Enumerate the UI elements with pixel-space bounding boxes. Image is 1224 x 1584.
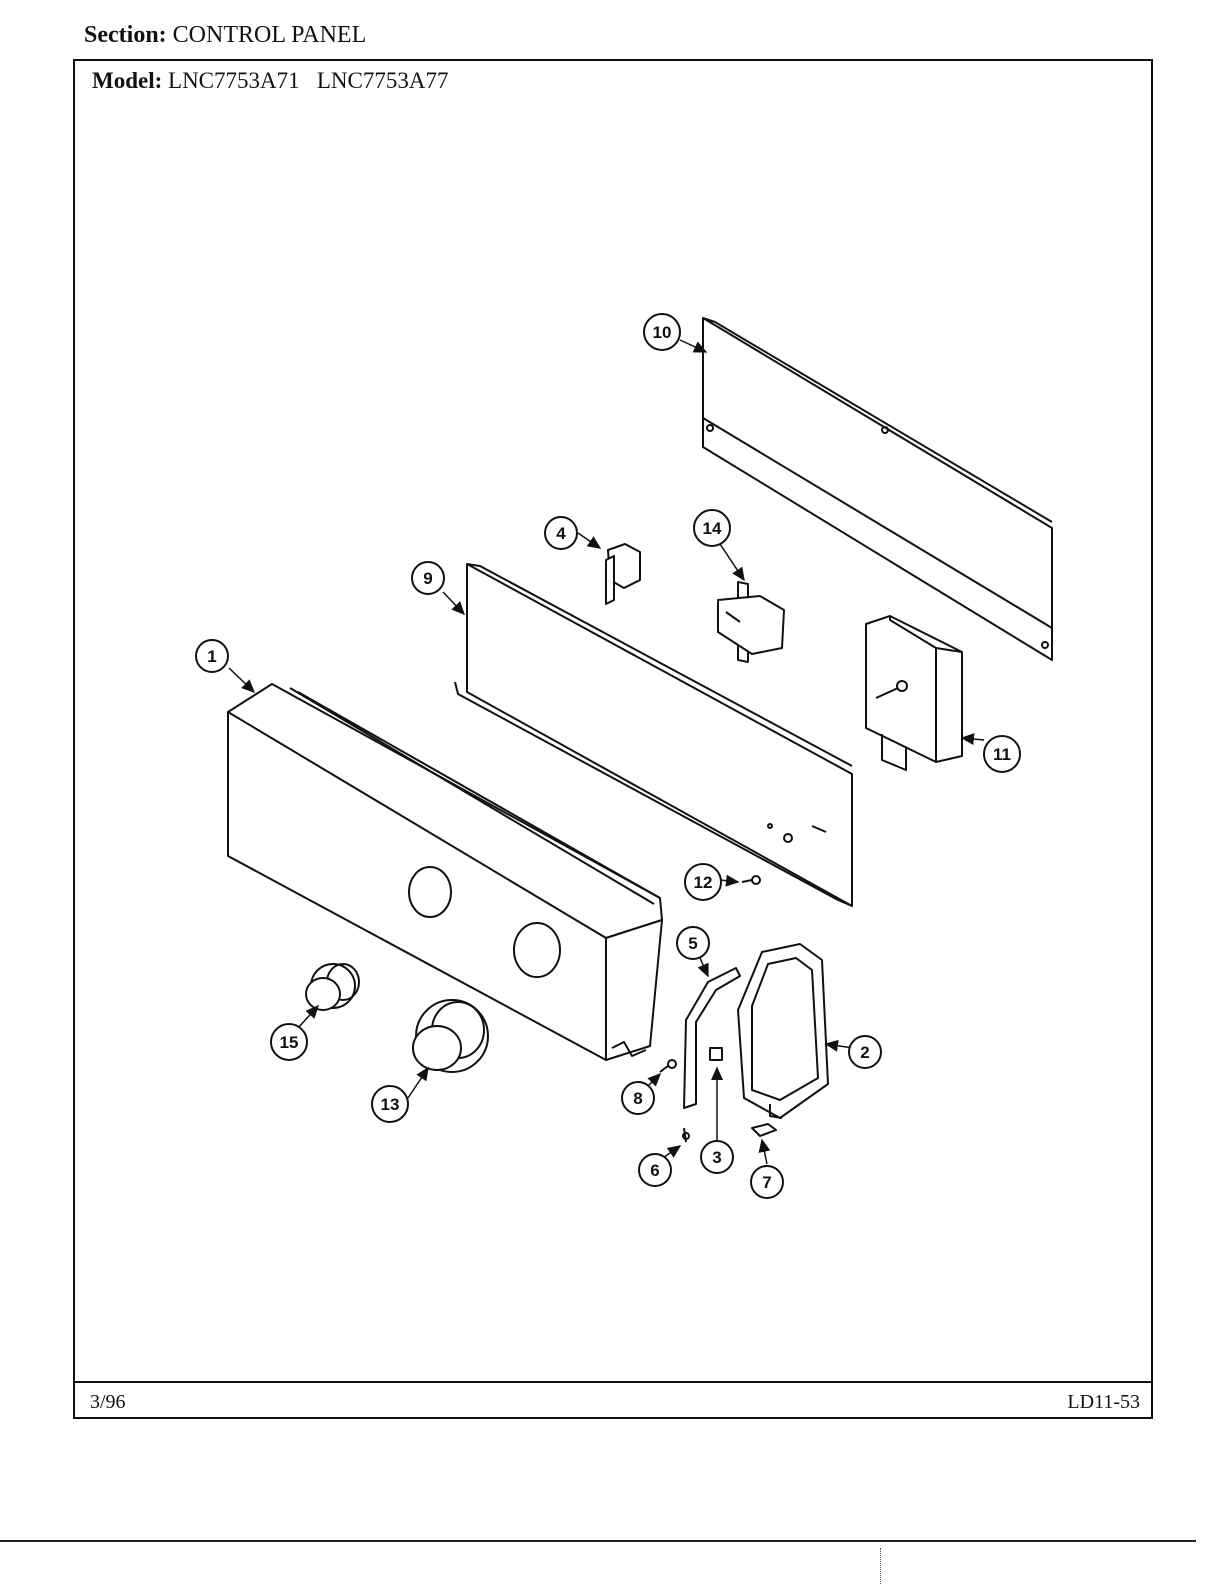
diagram-frame <box>73 59 1153 1419</box>
svg-text:2: 2 <box>860 1043 869 1062</box>
clip-part-7 <box>751 1123 777 1137</box>
callout-5: 5 <box>676 926 710 960</box>
section-label: Section: <box>84 22 167 48</box>
svg-text:14: 14 <box>703 519 722 538</box>
svg-text:1: 1 <box>207 647 216 666</box>
model-heading: Model: LNC7753A71 LNC7753A77 <box>92 68 449 94</box>
callout-14: 14 <box>693 509 731 547</box>
callout-9: 9 <box>411 561 445 595</box>
svg-text:10: 10 <box>653 323 672 342</box>
callout-15: 15 <box>270 1023 308 1061</box>
switch-part-4 <box>605 543 641 605</box>
model-label: Model: <box>92 68 163 93</box>
model-values: LNC7753A71 LNC7753A77 <box>168 68 449 93</box>
callout-11: 11 <box>983 735 1021 773</box>
svg-text:4: 4 <box>556 524 566 543</box>
section-heading: Section: CONTROL PANEL <box>84 22 366 49</box>
callout-4: 4 <box>544 516 578 550</box>
callout-1: 1 <box>195 639 229 673</box>
screw-part-12 <box>741 875 761 885</box>
svg-text:12: 12 <box>694 873 713 892</box>
callout-2: 2 <box>848 1035 882 1069</box>
trim-strip-part-5 <box>683 967 741 1109</box>
rear-panel-part-10 <box>702 317 1053 661</box>
svg-text:5: 5 <box>688 934 697 953</box>
svg-text:11: 11 <box>993 745 1011 764</box>
pin-part-6 <box>682 1127 690 1143</box>
knob-part-13 <box>412 999 489 1073</box>
callout-6: 6 <box>638 1153 672 1187</box>
callout-3: 3 <box>700 1140 734 1174</box>
svg-text:13: 13 <box>381 1095 400 1114</box>
page-bottom-rule <box>0 1540 1196 1542</box>
clip-part-3 <box>709 1047 723 1061</box>
svg-text:9: 9 <box>423 569 432 588</box>
motor-housing-part-11 <box>865 615 963 771</box>
callout-7: 7 <box>750 1165 784 1199</box>
document-code: LD11-53 <box>1067 1391 1140 1413</box>
console-part-1 <box>227 683 663 1061</box>
svg-text:7: 7 <box>762 1173 771 1192</box>
section-value: CONTROL PANEL <box>172 22 367 48</box>
callout-10: 10 <box>643 313 681 351</box>
svg-text:8: 8 <box>633 1089 642 1108</box>
panel-support-part-9 <box>454 563 853 907</box>
revision-date: 3/96 <box>90 1391 126 1413</box>
svg-text:15: 15 <box>280 1033 299 1052</box>
svg-text:3: 3 <box>712 1148 721 1167</box>
end-cap-part-2 <box>737 943 829 1119</box>
footer-divider <box>73 1381 1153 1383</box>
callout-12: 12 <box>684 863 722 901</box>
screw-part-8 <box>659 1059 677 1073</box>
callout-8: 8 <box>621 1081 655 1115</box>
callout-13: 13 <box>371 1085 409 1123</box>
svg-text:6: 6 <box>650 1161 659 1180</box>
page-tick-mark <box>880 1548 881 1584</box>
timer-part-14 <box>717 581 785 663</box>
knob-part-15 <box>305 963 360 1011</box>
